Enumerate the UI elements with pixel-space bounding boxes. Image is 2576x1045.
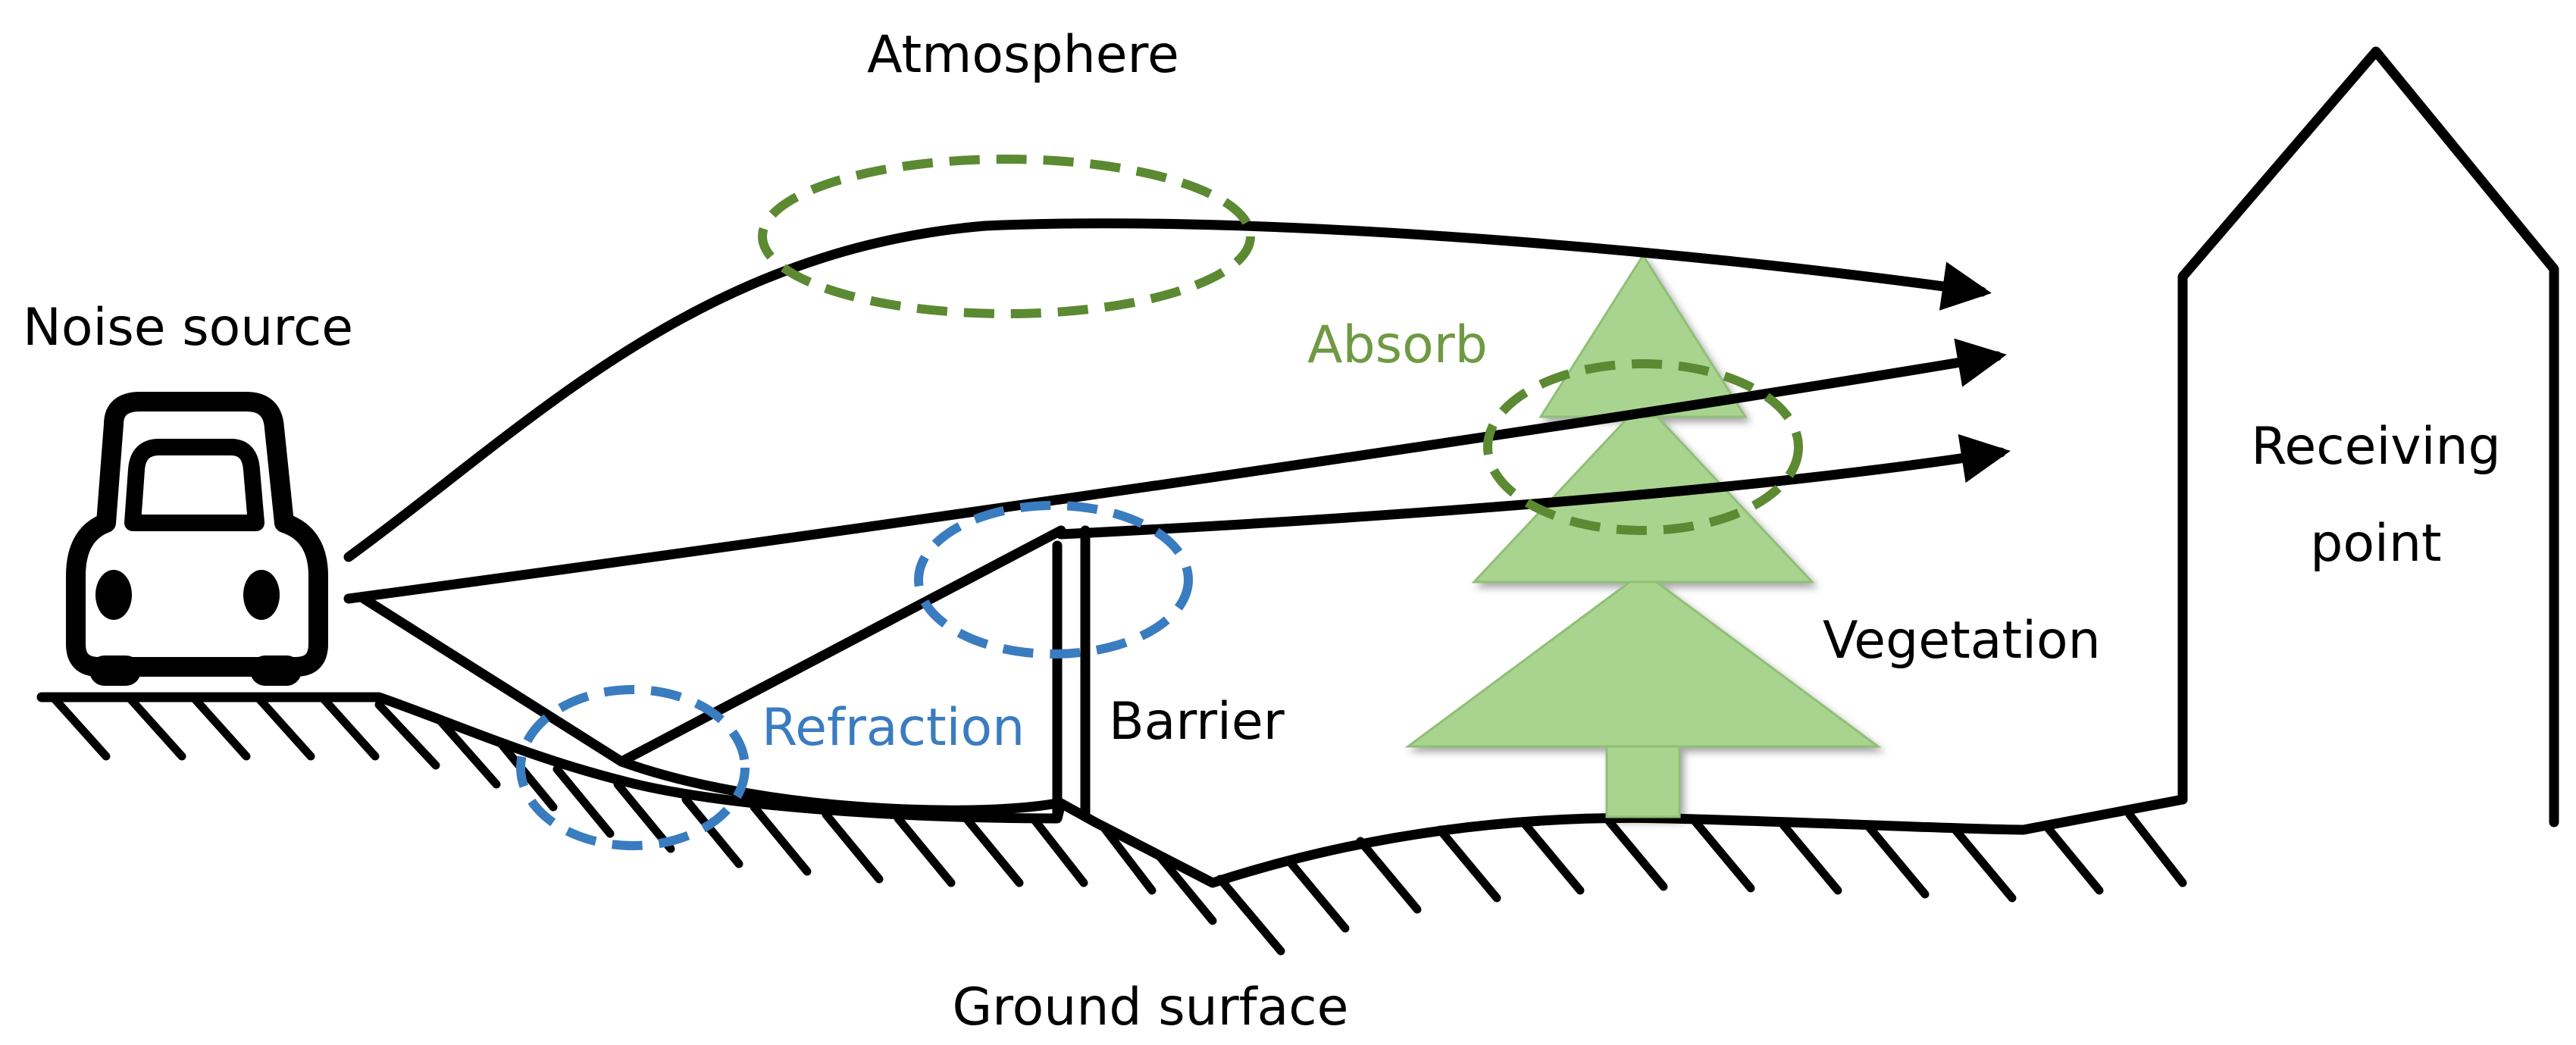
refraction-label: Refraction [762, 698, 1025, 758]
atmosphere-absorb-ellipse [758, 155, 1255, 318]
noise-source-label: Noise source [23, 298, 353, 358]
atmosphere-label: Atmosphere [867, 25, 1179, 85]
ground-refraction-ellipse [516, 685, 750, 850]
receiving-label-line2: point [2310, 514, 2441, 574]
path-diffraction [1056, 433, 2011, 540]
path-ground [616, 756, 1063, 815]
absorb-label: Absorb [1307, 315, 1488, 375]
receiving-label-line1: Receiving [2251, 417, 2501, 477]
ground-line [36, 692, 2188, 888]
ground-hatching [49, 693, 2187, 956]
barrier [1052, 525, 1091, 820]
path-atmosphere [343, 218, 1992, 562]
ground-surface-label: Ground surface [952, 978, 1348, 1037]
path-direct [343, 338, 2007, 604]
car-icon [66, 392, 328, 686]
vegetation-label: Vegetation [1823, 611, 2101, 671]
barrier-refraction-ellipse [914, 501, 1193, 659]
barrier-label: Barrier [1109, 692, 1285, 752]
vegetation-absorb-ellipse [1483, 359, 1803, 535]
house-outline [2177, 46, 2559, 828]
